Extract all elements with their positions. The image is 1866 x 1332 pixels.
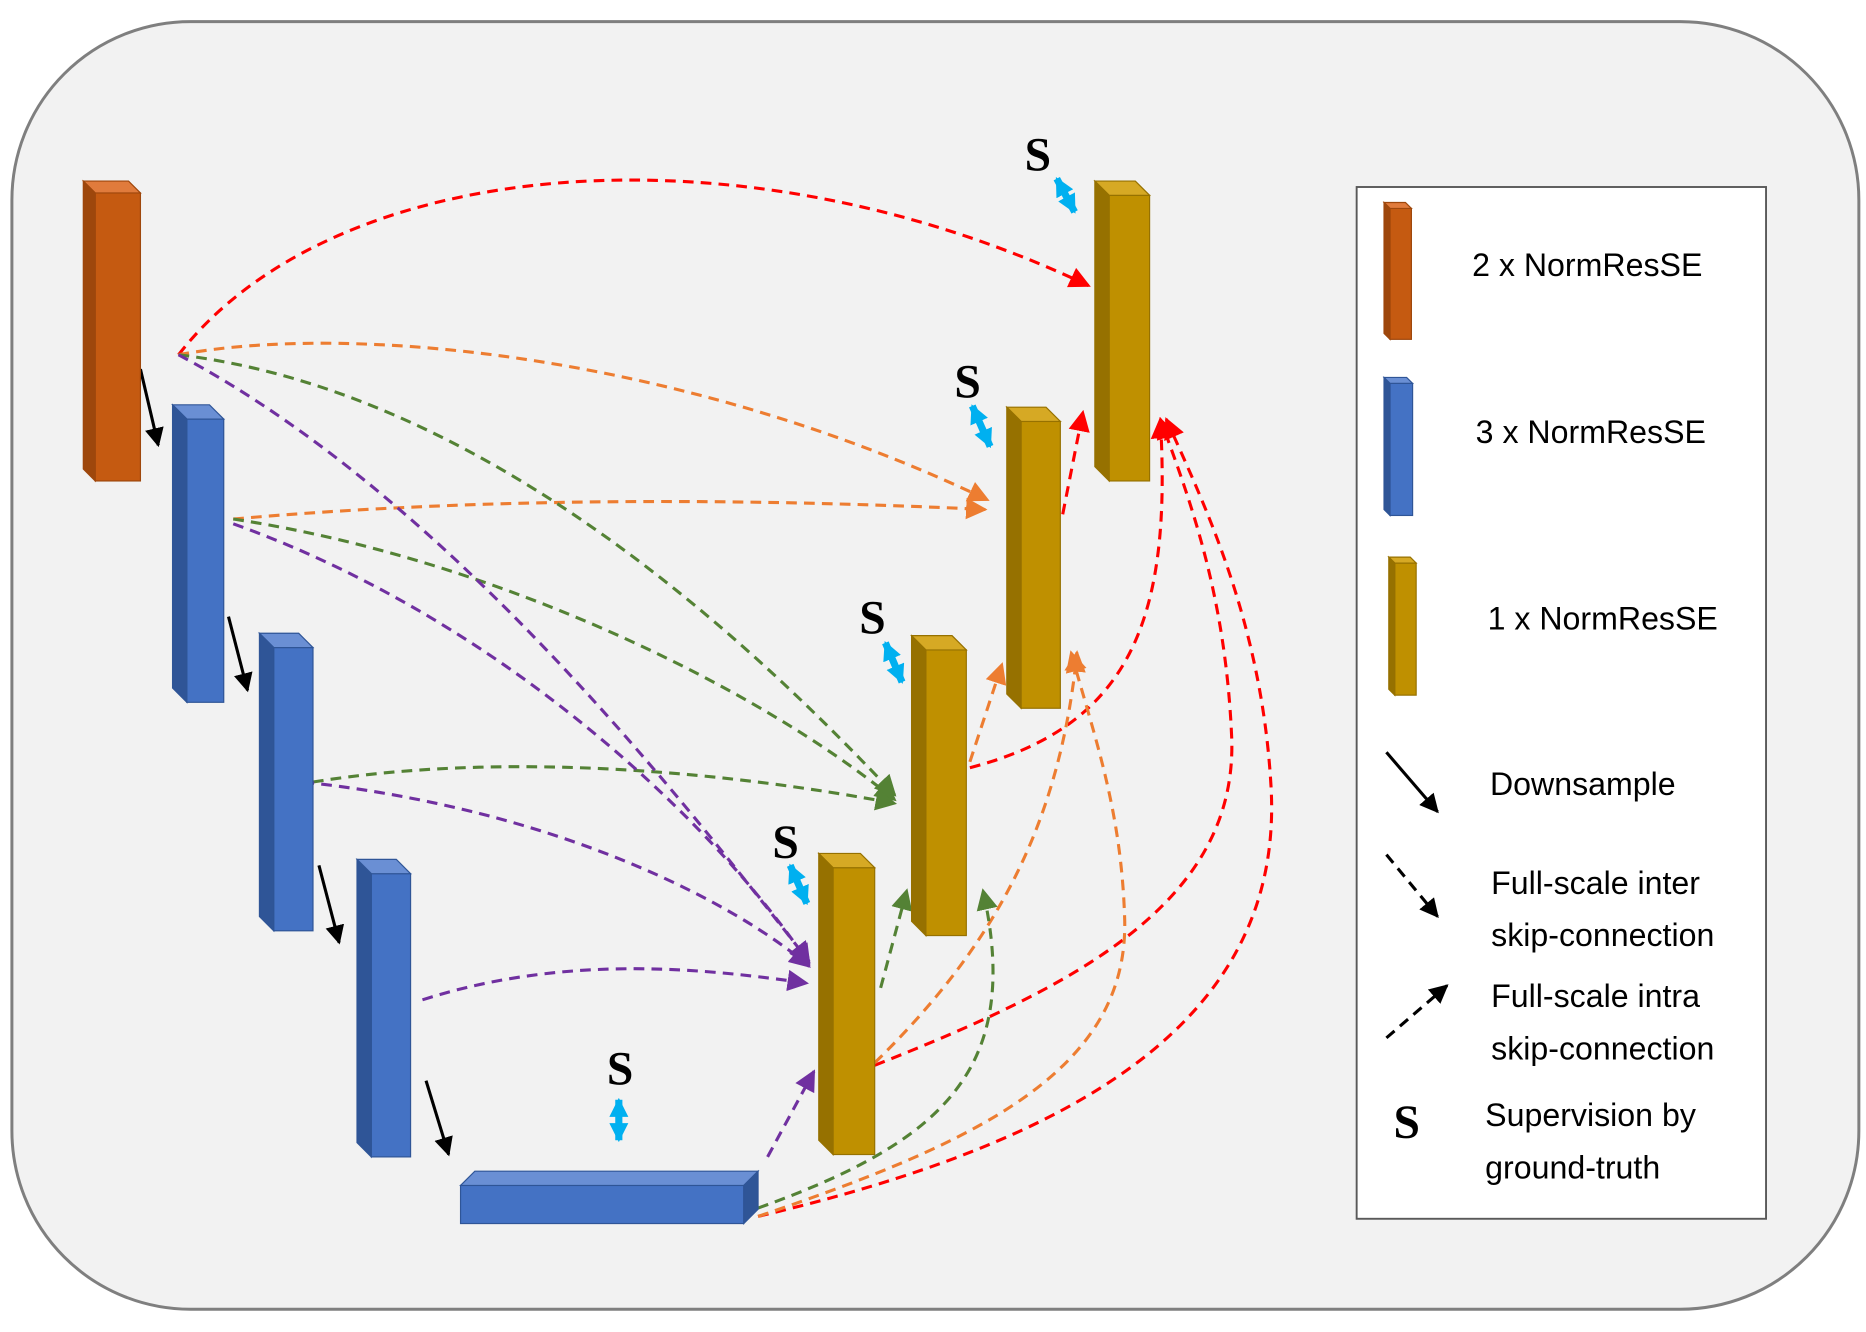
legend-label-intra-line2: skip-connection — [1491, 1030, 1714, 1066]
encoder-block-3 — [257, 631, 315, 933]
link-enc1-to-dec4 — [177, 353, 811, 964]
supervision-label-dec1: S — [1025, 129, 1051, 181]
link-enc2-to-dec3 — [233, 517, 897, 802]
link-dec4-to-dec2 — [873, 650, 1086, 1064]
legend-label-intra-line1: Full-scale intra — [1491, 978, 1700, 1014]
supervision-label-dec4: S — [772, 817, 798, 869]
supervision-arrow-dec4 — [786, 863, 811, 906]
legend-label-inter-line2: skip-connection — [1491, 917, 1714, 953]
link-enc1-to-dec3 — [178, 353, 897, 797]
legend-label-encoder-2x: 2 x NormResSE — [1472, 247, 1702, 283]
link-enc4-to-dec4 — [421, 967, 809, 1002]
downsample-arrows — [138, 368, 453, 1157]
legend-label-decoder-1x: 1 x NormResSE — [1488, 601, 1718, 637]
link-enc1-to-dec2 — [178, 341, 990, 502]
legend-label-inter-line1: Full-scale inter — [1491, 865, 1700, 901]
bottleneck-block — [459, 1169, 760, 1225]
skip-connections — [177, 178, 1274, 1218]
supervision-arrow-dec2 — [969, 404, 994, 449]
legend-inter-skip-arrow-icon — [1385, 853, 1439, 918]
supervision-arrow-dec1 — [1053, 176, 1078, 214]
legend: 2 x NormResSE 3 x NormResSE 1 x NormResS… — [1355, 186, 1767, 1220]
legend-label-downsample: Downsample — [1490, 766, 1676, 802]
encoder-block-4 — [355, 857, 413, 1159]
decoder-block-1 — [1093, 179, 1152, 483]
decoder-block-4 — [817, 851, 877, 1156]
link-bottleneck-to-dec1 — [757, 417, 1274, 1218]
supervision-markers: S S S S S — [607, 129, 1078, 1143]
downsample-arrow-4 — [424, 1080, 453, 1157]
legend-label-encoder-3x: 3 x NormResSE — [1476, 414, 1706, 450]
supervision-label-dec3: S — [859, 592, 885, 644]
supervision-arrow-dec3 — [882, 641, 906, 684]
downsample-arrow-1 — [138, 368, 164, 448]
link-bottleneck-to-dec3 — [757, 888, 998, 1210]
legend-blue-block-icon — [1382, 375, 1415, 517]
link-bottleneck-to-dec4 — [766, 1069, 816, 1158]
legend-intra-skip-arrow-icon — [1385, 984, 1449, 1040]
decoder-block-2 — [1005, 405, 1062, 710]
legend-label-supervision-line2: ground-truth — [1485, 1149, 1660, 1185]
link-enc1-to-dec1 — [177, 178, 1091, 356]
downsample-arrow-2 — [226, 616, 253, 693]
supervision-label-dec2: S — [954, 357, 980, 409]
link-enc3-to-dec3 — [312, 765, 898, 811]
legend-label-supervision-line1: Supervision by — [1485, 1097, 1696, 1133]
link-dec3-to-dec1 — [969, 416, 1173, 770]
legend-gold-block-icon — [1387, 555, 1418, 697]
supervision-label-bottleneck: S — [607, 1043, 633, 1095]
downsample-arrow-3 — [317, 864, 345, 945]
link-enc2-to-dec2 — [233, 497, 988, 521]
legend-box — [1355, 186, 1767, 1220]
encoder-block-2 — [171, 403, 226, 704]
legend-orange-block-icon — [1382, 201, 1413, 341]
link-bottleneck-to-dec2 — [757, 650, 1127, 1218]
legend-supervision-symbol: S — [1394, 1097, 1420, 1149]
legend-downsample-arrow-icon — [1385, 751, 1439, 814]
encoder-block-1 — [81, 179, 142, 483]
decoder-block-3 — [910, 634, 968, 937]
link-dec4-to-dec1 — [874, 417, 1234, 1067]
